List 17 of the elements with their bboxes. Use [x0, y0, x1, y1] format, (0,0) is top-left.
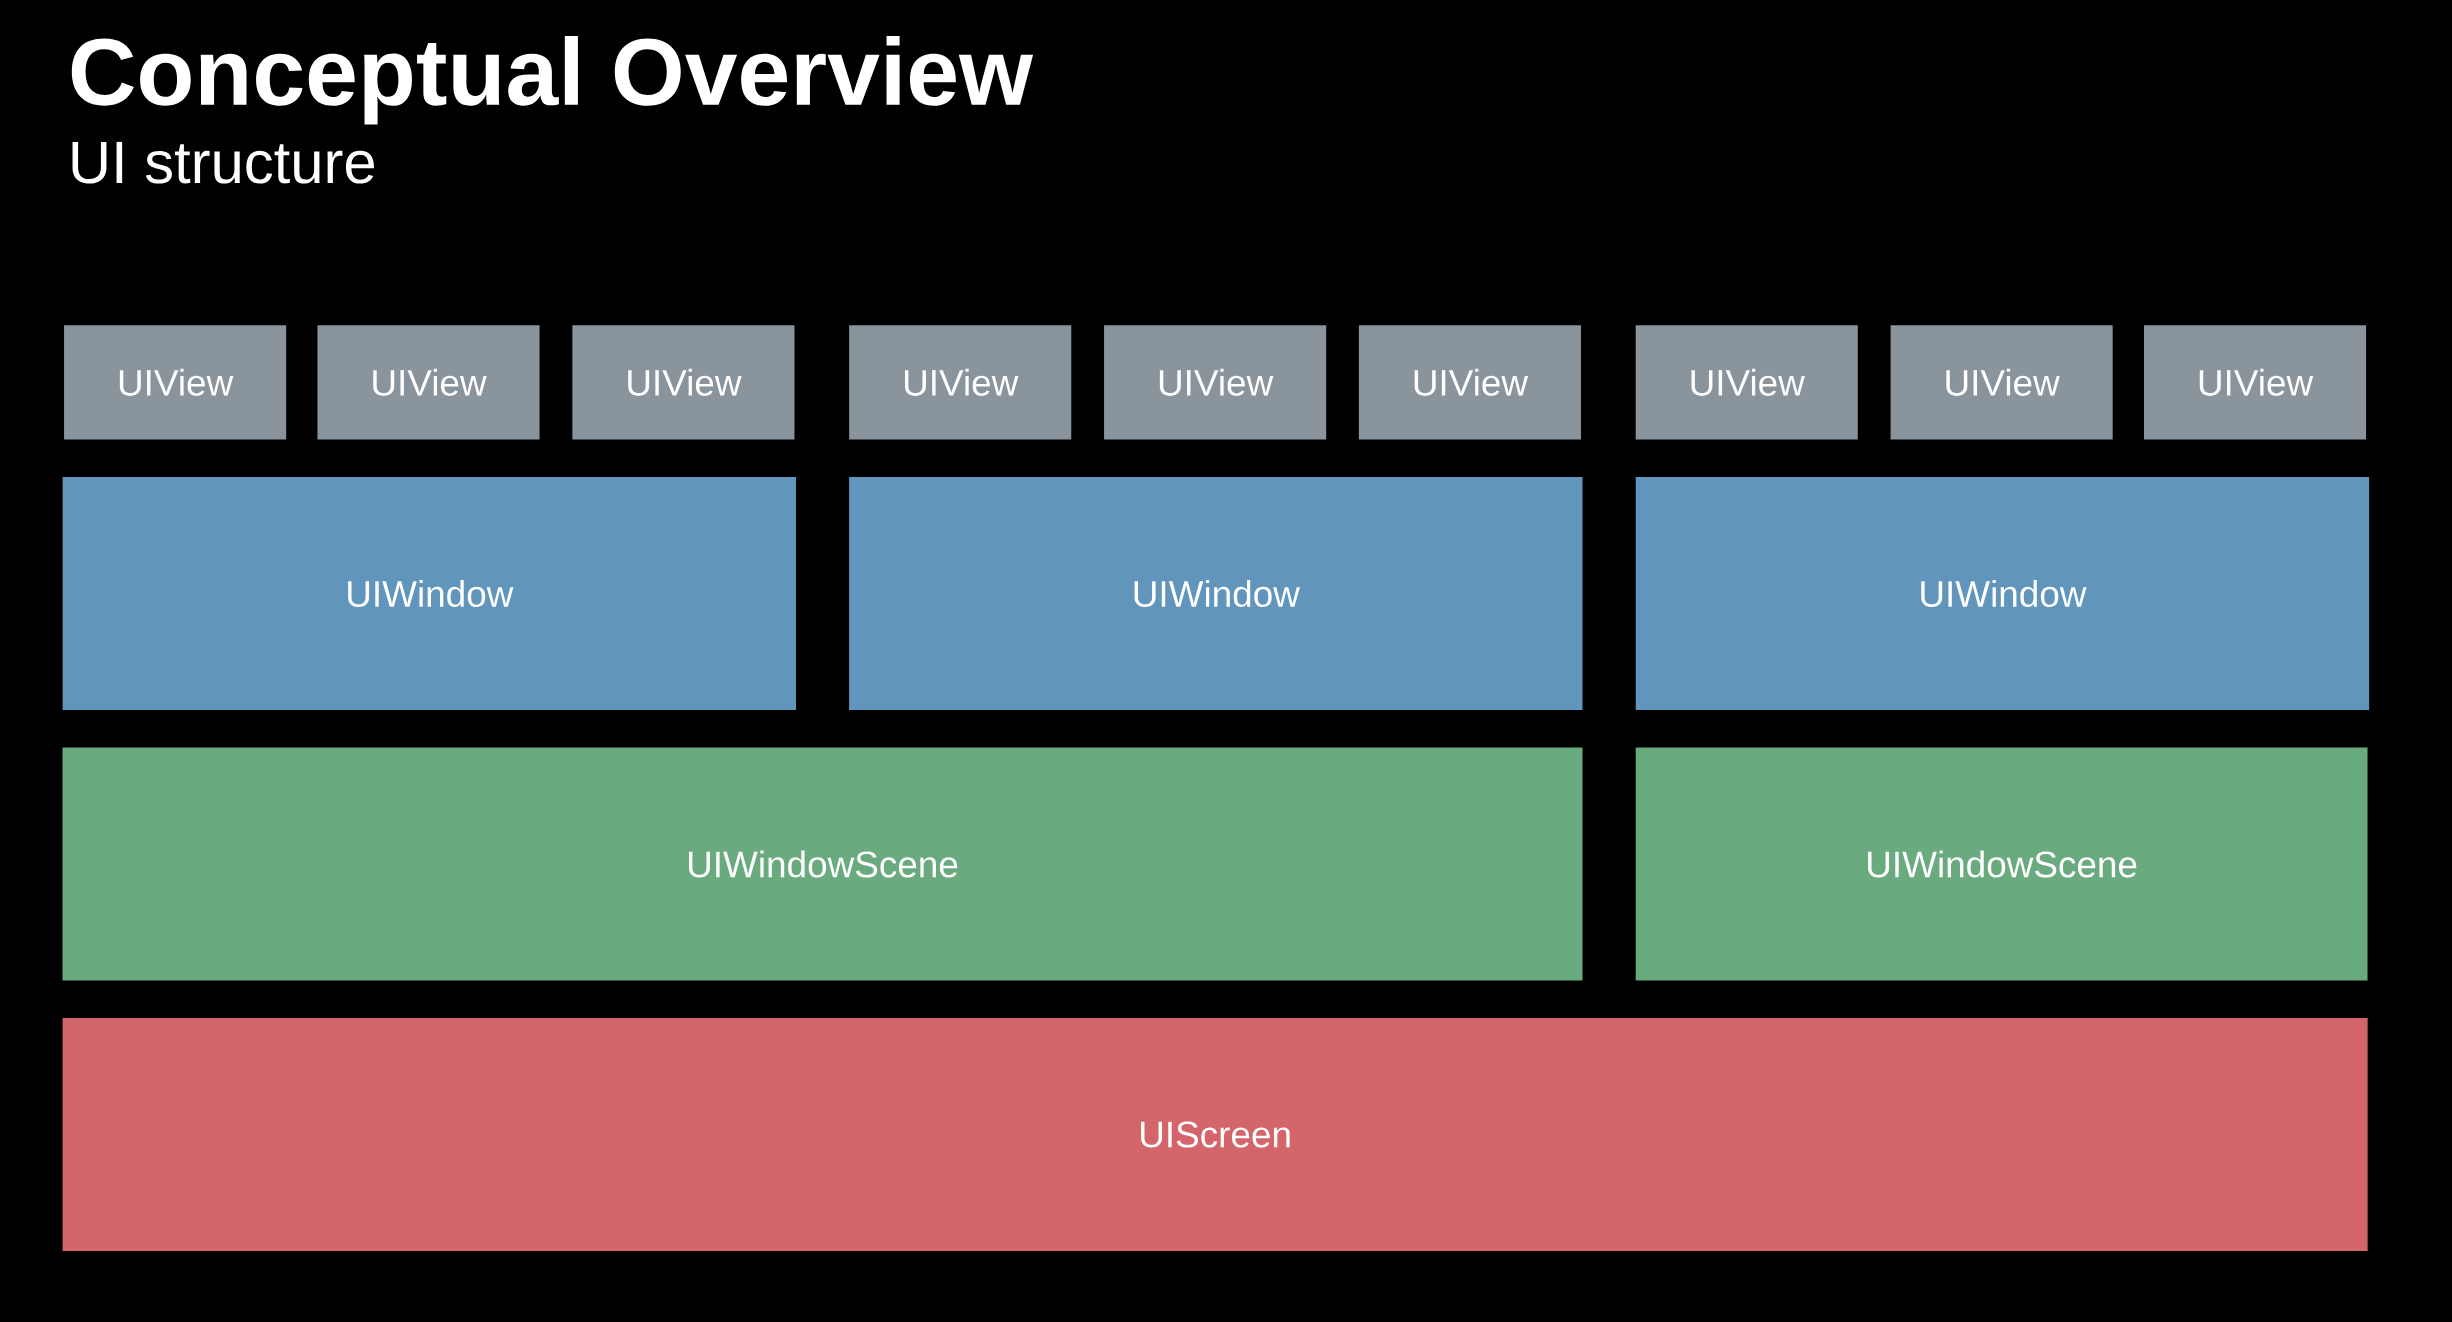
view-box: UIView	[849, 325, 1072, 440]
view-box: UIView	[1358, 325, 1581, 440]
title: Conceptual Overview	[71, 36, 1034, 125]
view-box: UIView	[317, 325, 540, 440]
screen-box: UIScreen	[62, 1018, 2368, 1251]
window-box: UIWindow	[62, 477, 796, 710]
scene-box: UIWindowScene	[1635, 747, 2368, 981]
view-box: UIView	[572, 325, 795, 440]
scene-box: UIWindowScene	[62, 747, 1583, 981]
view-box: UIView	[1635, 325, 1858, 440]
subtitle: UI structure	[72, 141, 374, 184]
view-box: UIView	[2144, 325, 2367, 440]
view-box: UIView	[1104, 325, 1327, 440]
view-box: UIView	[1890, 325, 2113, 440]
window-box: UIWindow	[1635, 477, 2370, 710]
window-box: UIWindow	[849, 477, 1583, 710]
view-box: UIView	[64, 325, 287, 440]
